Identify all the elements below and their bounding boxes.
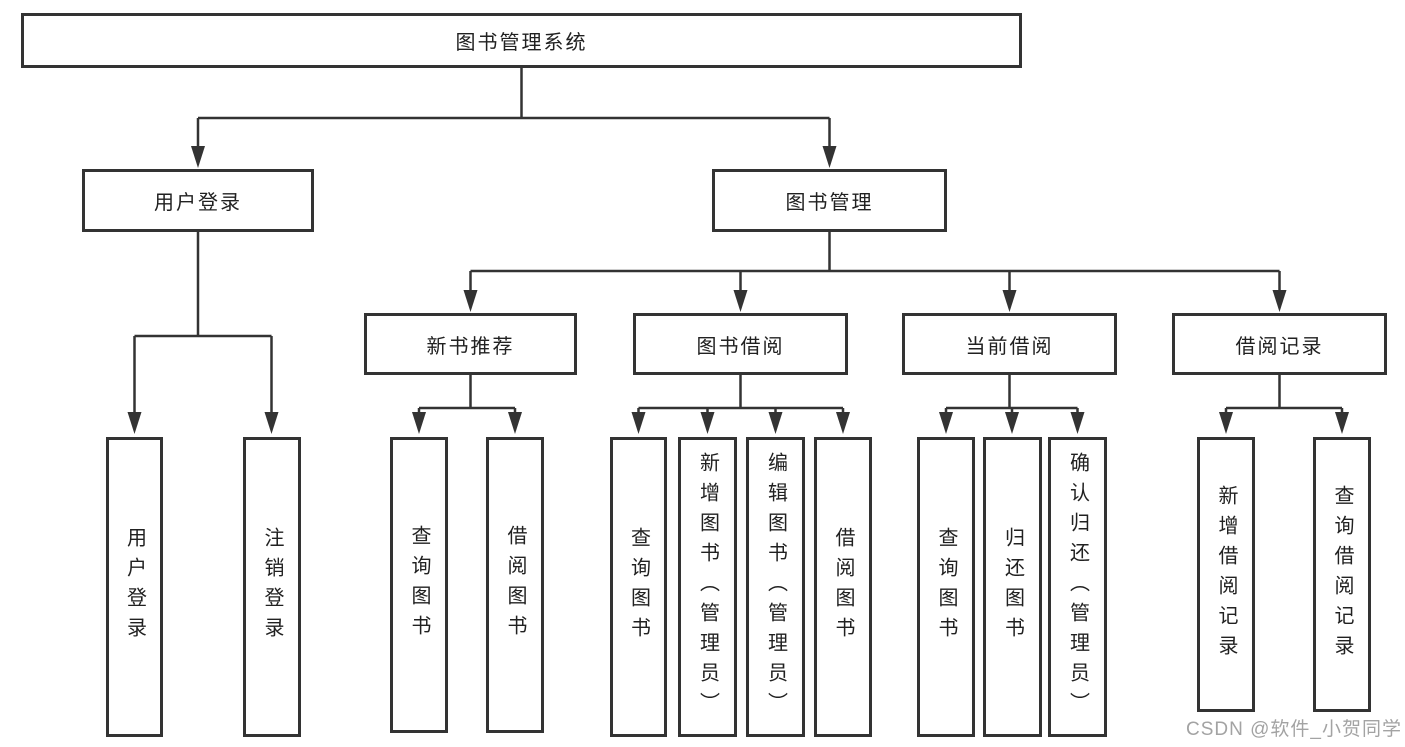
leaf-add-borrow-record-label: 新增借阅记录 [1215, 484, 1237, 665]
node-book-borrow-label: 图书借阅 [696, 335, 785, 358]
arrow-head [836, 412, 850, 434]
leaf-return-book-label: 归还图书 [1001, 527, 1024, 647]
arrow-head [631, 412, 646, 434]
leaf-borrow-book-label: 借阅图书 [832, 527, 854, 647]
node-user-login-branch: 用户登录 [82, 169, 314, 232]
leaf-borrow-book-recommend: 借阅图书 [486, 437, 544, 733]
connector-current-branch [944, 375, 1079, 414]
leaf-query-book-borrow-label: 查询图书 [627, 527, 650, 647]
connector-login-branch [133, 232, 273, 414]
arrow-head [700, 412, 715, 434]
node-current-borrow: 当前借阅 [902, 313, 1117, 375]
leaf-edit-book-admin-label: 编辑图书（管理员） [764, 452, 787, 722]
arrow-head [1272, 290, 1287, 312]
connector-borrow-branch [637, 375, 845, 414]
node-root-system-label: 图书管理系统 [455, 32, 588, 54]
leaf-query-book-current-label: 查询图书 [935, 527, 957, 647]
leaf-query-borrow-record: 查询借阅记录 [1313, 437, 1371, 712]
leaf-confirm-return-admin: 确认归还（管理员） [1048, 437, 1107, 737]
leaf-query-book-current: 查询图书 [917, 437, 975, 737]
arrow-head [768, 412, 783, 434]
leaf-logout-label: 注销登录 [261, 527, 283, 647]
node-borrow-records-label: 借阅记录 [1235, 335, 1324, 358]
leaf-query-book-recommend: 查询图书 [390, 437, 448, 733]
leaf-query-book-borrow: 查询图书 [610, 437, 667, 737]
node-root-system: 图书管理系统 [21, 13, 1022, 68]
arrow-head [1070, 412, 1085, 434]
node-borrow-records: 借阅记录 [1172, 313, 1387, 375]
leaf-user-login-label: 用户登录 [123, 527, 146, 647]
arrow-head [1219, 412, 1233, 434]
arrow-head [463, 290, 478, 312]
leaf-confirm-return-admin-label: 确认归还（管理员） [1066, 452, 1089, 722]
node-new-book-recommend: 新书推荐 [364, 313, 577, 375]
leaf-query-book-recommend-label: 查询图书 [408, 525, 430, 645]
node-book-management-branch-label: 图书管理 [785, 192, 874, 214]
arrow-head [127, 412, 142, 434]
arrow-head [733, 290, 748, 312]
leaf-borrow-book-recommend-label: 借阅图书 [504, 525, 526, 645]
leaf-return-book: 归还图书 [983, 437, 1042, 737]
node-new-book-recommend-label: 新书推荐 [426, 335, 515, 358]
leaf-query-borrow-record-label: 查询借阅记录 [1331, 484, 1353, 665]
arrow-head [1005, 412, 1019, 434]
leaf-edit-book-admin: 编辑图书（管理员） [746, 437, 805, 737]
arrow-head [1335, 412, 1349, 434]
connector-root-to-level2 [196, 68, 831, 150]
node-book-borrow: 图书借阅 [633, 313, 848, 375]
connector-recommend-branch [417, 375, 517, 414]
node-current-borrow-label: 当前借阅 [965, 335, 1054, 358]
arrow-head [939, 412, 953, 434]
connector-records-branch [1224, 375, 1344, 414]
node-book-management-branch: 图书管理 [712, 169, 947, 232]
leaf-borrow-book: 借阅图书 [814, 437, 872, 737]
arrow-head [191, 146, 205, 168]
arrow-head [264, 412, 279, 434]
watermark: CSDN @软件_小贺同学 [1186, 719, 1402, 740]
arrow-head [1002, 290, 1017, 312]
leaf-add-borrow-record: 新增借阅记录 [1197, 437, 1255, 712]
arrow-head [412, 412, 426, 434]
leaf-logout: 注销登录 [243, 437, 301, 737]
leaf-user-login: 用户登录 [106, 437, 163, 737]
connector-management-to-level3 [469, 232, 1281, 292]
arrow-head [508, 412, 522, 434]
arrow-head [822, 146, 837, 168]
leaf-add-book-admin: 新增图书（管理员） [678, 437, 737, 737]
leaf-add-book-admin-label: 新增图书（管理员） [696, 452, 719, 722]
node-user-login-branch-label: 用户登录 [154, 192, 242, 214]
